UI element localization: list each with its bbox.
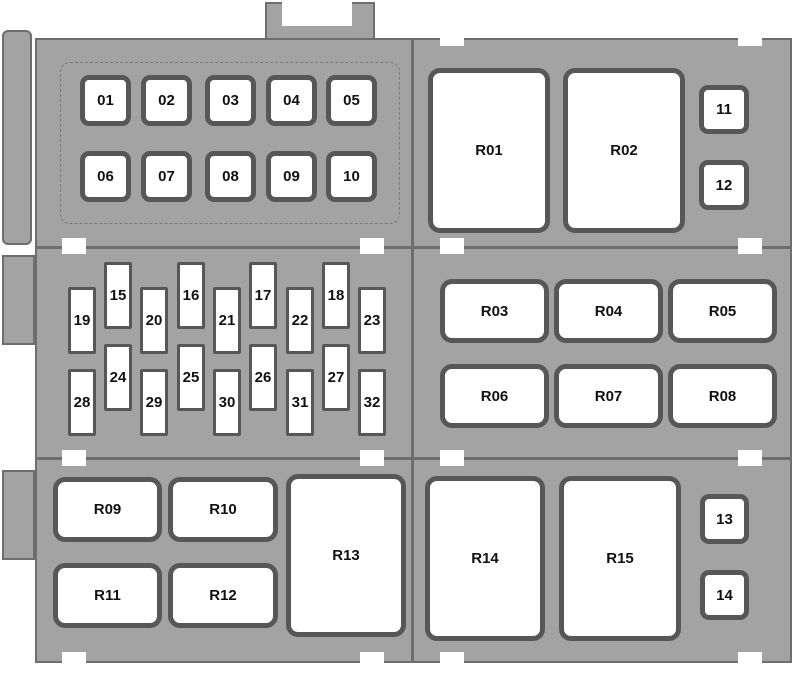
fuse-10: 10 <box>326 151 377 202</box>
fuse-18: 18 <box>322 262 350 329</box>
mounting-notch <box>738 450 762 466</box>
fuse-07: 07 <box>141 151 192 202</box>
fuse-31: 31 <box>286 369 314 436</box>
relay-R06: R06 <box>440 364 549 428</box>
mounting-notch <box>440 238 464 254</box>
fuse-24: 24 <box>104 344 132 411</box>
mounting-notch <box>62 450 86 466</box>
fuse-11: 11 <box>699 85 749 134</box>
fuse-25: 25 <box>177 344 205 411</box>
mounting-notch <box>360 238 384 254</box>
fuse-01: 01 <box>80 75 131 126</box>
relay-R14: R14 <box>425 476 545 641</box>
relay-R02: R02 <box>563 68 685 233</box>
mounting-notch <box>62 238 86 254</box>
mounting-notch <box>738 238 762 254</box>
relay-R09: R09 <box>53 477 162 542</box>
latch-gap <box>282 2 352 26</box>
fuse-19: 19 <box>68 287 96 354</box>
fuse-09: 09 <box>266 151 317 202</box>
fuse-08: 08 <box>205 151 256 202</box>
fuse-26: 26 <box>249 344 277 411</box>
left-clip <box>2 30 32 245</box>
mounting-notch <box>62 652 86 668</box>
mounting-notch <box>360 652 384 668</box>
relay-R03: R03 <box>440 279 549 343</box>
mounting-notch <box>738 30 762 46</box>
fuse-30: 30 <box>213 369 241 436</box>
mounting-notch <box>738 652 762 668</box>
relay-R04: R04 <box>554 279 663 343</box>
relay-R13: R13 <box>286 474 406 637</box>
fuse-17: 17 <box>249 262 277 329</box>
fuse-05: 05 <box>326 75 377 126</box>
left-clip <box>2 470 35 560</box>
fuse-20: 20 <box>140 287 168 354</box>
fuse-15: 15 <box>104 262 132 329</box>
mounting-notch <box>440 450 464 466</box>
relay-R12: R12 <box>168 563 278 628</box>
fuse-22: 22 <box>286 287 314 354</box>
relay-R10: R10 <box>168 477 278 542</box>
relay-R05: R05 <box>668 279 777 343</box>
fuse-28: 28 <box>68 369 96 436</box>
fuse-21: 21 <box>213 287 241 354</box>
mounting-notch <box>440 30 464 46</box>
relay-R15: R15 <box>559 476 681 641</box>
fuse-14: 14 <box>700 570 749 620</box>
fuse-27: 27 <box>322 344 350 411</box>
relay-R11: R11 <box>53 563 162 628</box>
fuse-23: 23 <box>358 287 386 354</box>
mounting-notch <box>440 652 464 668</box>
left-clip <box>2 255 35 345</box>
fuse-29: 29 <box>140 369 168 436</box>
panel-top-left <box>35 38 413 248</box>
fuse-13: 13 <box>700 494 749 544</box>
relay-R08: R08 <box>668 364 777 428</box>
relay-R07: R07 <box>554 364 663 428</box>
fuse-32: 32 <box>358 369 386 436</box>
fuse-03: 03 <box>205 75 256 126</box>
fuse-12: 12 <box>699 160 749 210</box>
relay-R01: R01 <box>428 68 550 233</box>
fuse-02: 02 <box>141 75 192 126</box>
fuse-tray-outline <box>60 62 400 224</box>
fuse-16: 16 <box>177 262 205 329</box>
fuse-04: 04 <box>266 75 317 126</box>
fuse-06: 06 <box>80 151 131 202</box>
mounting-notch <box>360 450 384 466</box>
